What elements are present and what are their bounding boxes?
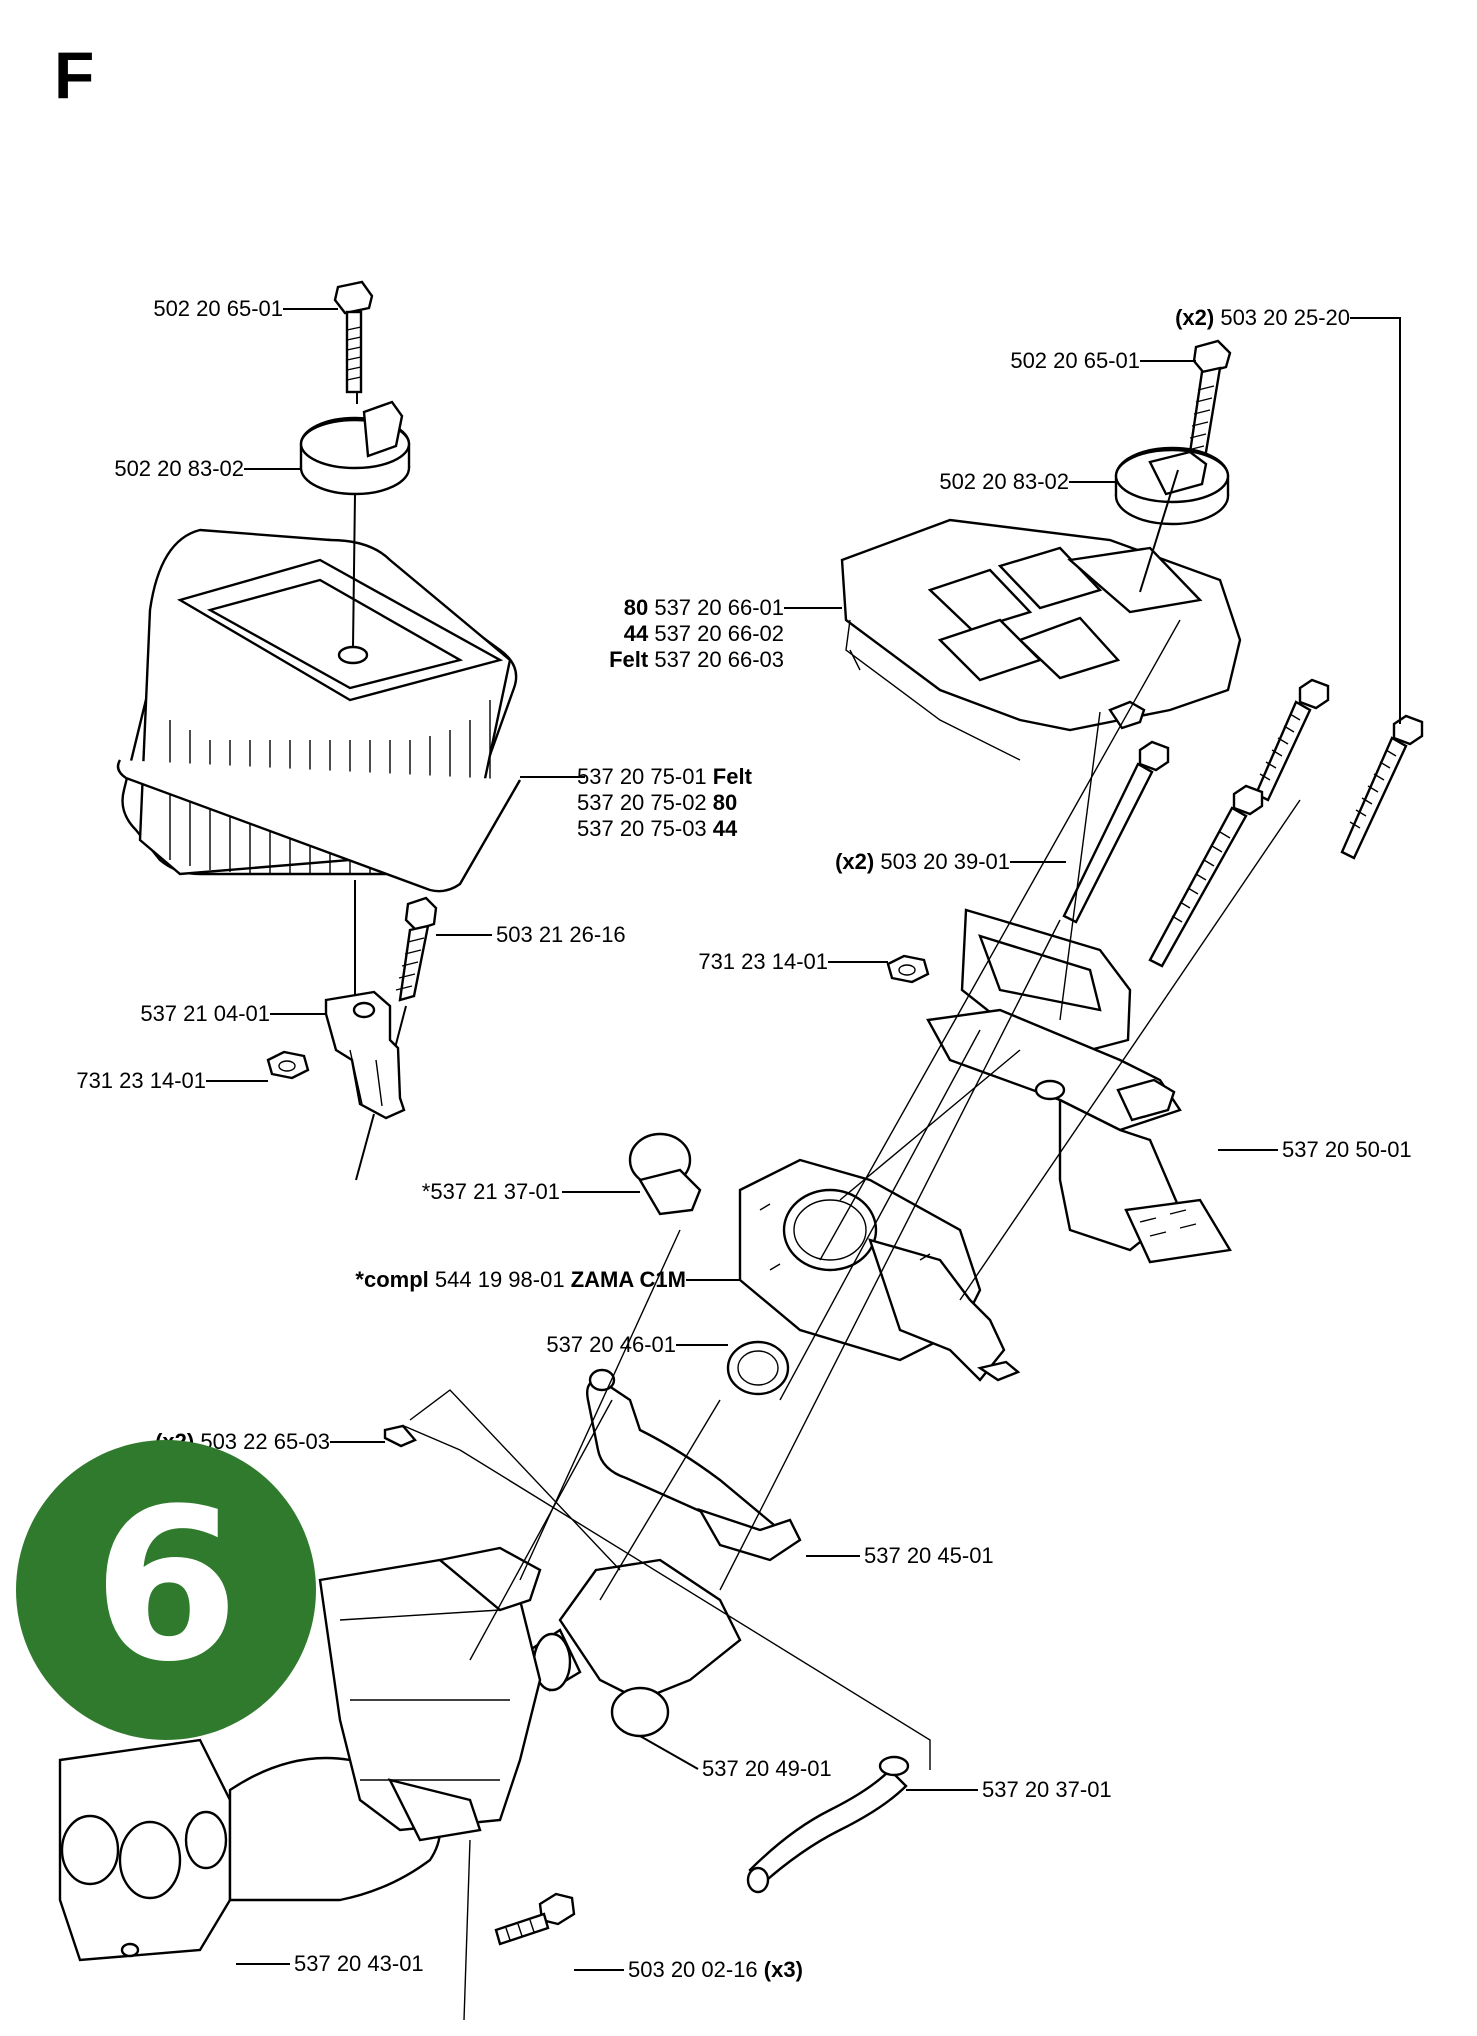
- long-screws-part: [1062, 678, 1424, 968]
- label-bracket-screw: 503 21 26-16: [496, 922, 626, 947]
- housing-nut-part: [886, 954, 930, 984]
- label-intake-bracket: 537 20 45-01: [864, 1543, 994, 1568]
- carburetor-gasket-part: [726, 1340, 790, 1396]
- manifold-screw-part: [494, 1892, 576, 1946]
- label-housing-nut: 731 23 14-01: [698, 949, 828, 974]
- bracket-part: [324, 990, 406, 1120]
- label-bracket-nut: 731 23 14-01: [76, 1068, 206, 1093]
- air-filter-screw-part: [333, 280, 374, 394]
- bracket-nut-part: [266, 1050, 310, 1080]
- label-air-filter-screw: 502 20 65-01: [153, 296, 283, 321]
- air-filter-cover-part: [840, 518, 1242, 761]
- badge-number: 6: [92, 1463, 240, 1708]
- label-gasket: 537 20 46-01: [546, 1332, 676, 1357]
- clip-part: [383, 1424, 417, 1448]
- label-cover-knob: 502 20 83-02: [939, 469, 1069, 494]
- label-carburetor: *compl 544 19 98-01 ZAMA C1M: [355, 1267, 686, 1292]
- label-pump-cover: *537 21 37-01: [421, 1179, 560, 1204]
- section-letter: F: [54, 38, 95, 112]
- impulse-hose-part: [746, 1755, 910, 1894]
- section-number-badge: 6: [16, 1440, 316, 1740]
- label-filter-element: 537 20 75-01 Felt 537 20 75-02 80 537 20…: [577, 764, 752, 841]
- label-carb-housing: 537 20 50-01: [1282, 1137, 1412, 1162]
- intake-manifold-part: [58, 1546, 542, 1962]
- label-impulse-hose: 537 20 37-01: [982, 1777, 1112, 1802]
- label-cover-screw: 502 20 65-01: [1010, 348, 1140, 373]
- intake-bracket-part: [586, 1368, 802, 1562]
- label-bracket: 537 21 04-01: [140, 1001, 270, 1026]
- label-intake-boot: 537 20 49-01: [702, 1756, 832, 1781]
- cover-knob-part: [1114, 446, 1230, 526]
- label-manifold-screws: 503 20 02-16 (x3): [628, 1957, 803, 1982]
- air-filter-knob-part: [299, 400, 411, 496]
- cover-screw-part: [1186, 339, 1232, 468]
- label-cover-screw-x2: (x2) 503 20 25-20: [1175, 305, 1350, 330]
- bracket-screw-part: [395, 896, 438, 1002]
- label-carb-screws: (x2) 503 20 39-01: [835, 849, 1010, 874]
- intake-boot-part: [528, 1558, 742, 1738]
- air-filter-element-part: [116, 528, 522, 893]
- label-air-filter-cover: 80 537 20 66-01 44 537 20 66-02 Felt 537…: [609, 595, 784, 672]
- carburetor-housing-part: [926, 908, 1232, 1264]
- label-air-filter-knob: 502 20 83-02: [114, 456, 244, 481]
- carburetor-part: [738, 1158, 1021, 1382]
- label-intake-manifold: 537 20 43-01: [294, 1951, 424, 1976]
- pump-cover-part: [628, 1132, 702, 1216]
